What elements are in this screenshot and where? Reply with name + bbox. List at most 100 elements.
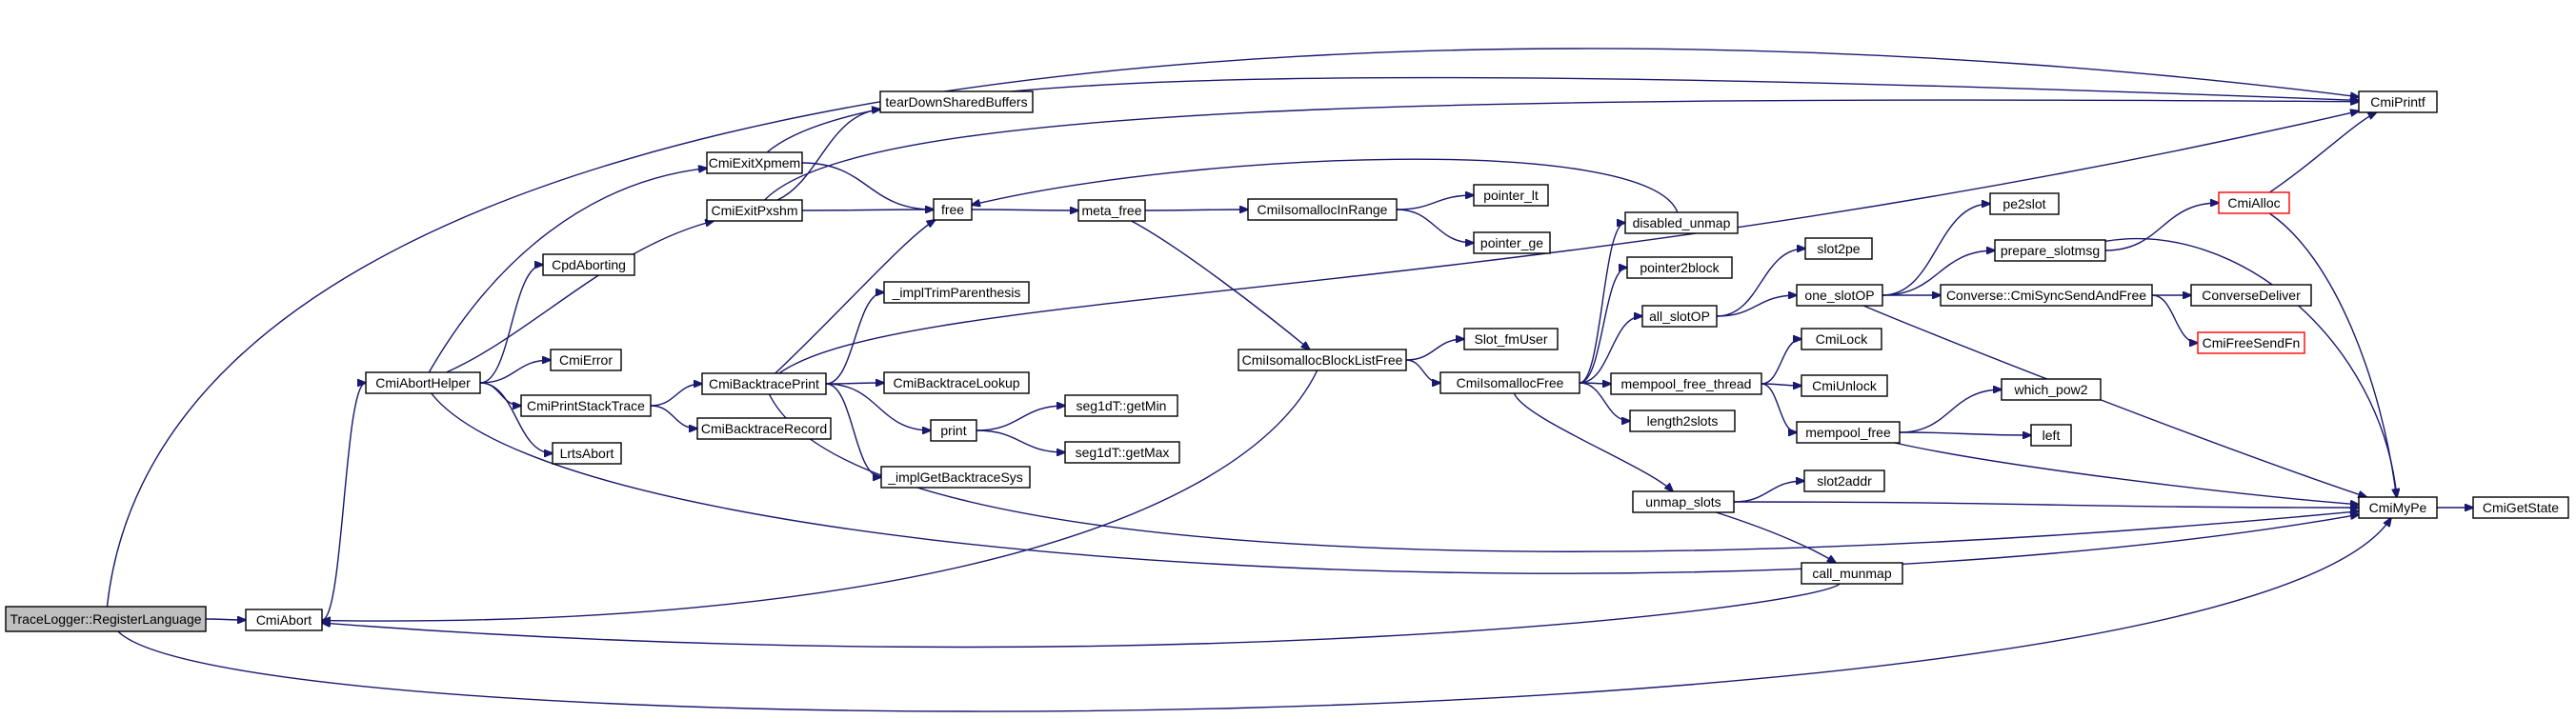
node-label: CmiExitXpmem [709, 155, 800, 170]
node-box [933, 198, 973, 221]
node-label: TraceLogger::RegisterLanguage [10, 611, 201, 627]
edge-printstack-to-btprint [650, 384, 702, 407]
node-label: CmiBacktraceRecord [701, 421, 827, 436]
node-box [2030, 424, 2072, 447]
edge-blocklistfree-to-abort [322, 369, 1318, 621]
node-box [1989, 192, 2060, 215]
node-metafree[interactable]: meta_free [1077, 199, 1146, 222]
node-cmialloc[interactable]: CmiAlloc [2218, 191, 2290, 214]
node-aborthelper[interactable]: CmiAbortHelper [365, 371, 481, 394]
node-box [883, 371, 1030, 394]
node-box [2358, 496, 2438, 519]
node-label: CmiBacktraceLookup [893, 375, 1019, 390]
node-box [880, 466, 1031, 489]
node-slot2pe[interactable]: slot2pe [1804, 237, 1873, 260]
node-label: CmiAlloc [2227, 195, 2280, 210]
node-label: CmiExitPxshm [711, 203, 797, 218]
node-prepslotmsg[interactable]: prepare_slotmsg [1994, 239, 2106, 262]
node-box [5, 606, 207, 632]
node-abort[interactable]: CmiAbort [245, 609, 323, 631]
node-label: CmiGetState [2483, 500, 2559, 515]
node-label: one_slotOP [1804, 288, 1874, 303]
node-exitpxshm[interactable]: CmiExitPxshm [706, 199, 803, 222]
node-isofree[interactable]: CmiIsomallocFree [1439, 371, 1580, 394]
node-label: CmiLock [1816, 331, 1868, 347]
node-btlookup[interactable]: CmiBacktraceLookup [883, 371, 1030, 394]
node-lrtsabort[interactable]: LrtsAbort [552, 442, 622, 465]
node-mempoolfree[interactable]: mempool_free [1796, 421, 1901, 444]
edge-metafree-to-blocklistfree [1131, 220, 1310, 350]
node-label: CmiAbortHelper [375, 375, 471, 390]
node-whichpow2[interactable]: which_pow2 [2001, 378, 2102, 401]
edge-syncsend-to-freesendfn [2151, 294, 2198, 343]
node-cmiunlock[interactable]: CmiUnlock [1801, 374, 1888, 397]
node-cmigetstate[interactable]: CmiGetState [2472, 496, 2569, 519]
node-slotfromuser[interactable]: Slot_fmUser [1463, 328, 1559, 350]
node-teardown[interactable]: tearDownSharedBuffers [879, 90, 1034, 113]
node-box [1641, 305, 1718, 328]
node-box [1626, 256, 1733, 279]
node-convdeliver[interactable]: ConverseDeliver [2190, 284, 2312, 307]
node-inrange[interactable]: CmiIsomallocInRange [1247, 198, 1398, 221]
node-label: print [940, 423, 966, 438]
node-btprint[interactable]: CmiBacktracePrint [701, 372, 827, 395]
node-box [1610, 372, 1762, 395]
edge-isofree-to-ptr2block [1579, 268, 1627, 384]
node-label: pointer_ge [1480, 235, 1543, 250]
node-label: which_pow2 [2013, 382, 2087, 397]
edge-cmialloc-to-cmimype [2268, 212, 2396, 497]
node-allslotop[interactable]: all_slotOP [1641, 305, 1718, 328]
node-cmierror[interactable]: CmiError [550, 349, 622, 371]
node-getbtsys[interactable]: _implGetBacktraceSys [880, 466, 1031, 489]
node-trimparen[interactable]: _implTrimParenthesis [883, 281, 1030, 304]
node-getmax[interactable]: seg1dT::getMax [1064, 441, 1180, 464]
node-unmapslots[interactable]: unmap_slots [1632, 490, 1735, 513]
edge-isofree-to-allslotop [1579, 316, 1642, 384]
node-label: Slot_fmUser [1474, 331, 1547, 347]
node-length2slots[interactable]: length2slots [1629, 409, 1736, 432]
node-freesendfn[interactable]: CmiFreeSendFn [2197, 331, 2305, 354]
node-cmilock[interactable]: CmiLock [1801, 328, 1882, 350]
edge-allslotop-to-oneslotop [1716, 295, 1797, 317]
node-box [1473, 184, 1549, 207]
edge-blocklistfree-to-isofree [1405, 359, 1440, 383]
node-free[interactable]: free [933, 198, 973, 221]
node-ptrlt[interactable]: pointer_lt [1473, 184, 1549, 207]
node-box [245, 609, 323, 631]
node-label: CmiFreeSendFn [2203, 335, 2301, 350]
node-box [1796, 421, 1901, 444]
node-label: CmiIsomallocBlockListFree [1242, 352, 1403, 368]
node-mempoolthread[interactable]: mempool_free_thread [1610, 372, 1762, 395]
edge-btprint-to-getbtsys [825, 383, 881, 477]
node-label: seg1dT::getMax [1076, 445, 1170, 460]
node-syncsend[interactable]: Converse::CmiSyncSendAndFree [1940, 284, 2153, 307]
node-print[interactable]: print [930, 419, 977, 442]
node-cmimype[interactable]: CmiMyPe [2358, 496, 2438, 519]
node-box [2197, 331, 2305, 354]
edge-oneslotop-to-pe2slot [1882, 204, 1990, 296]
node-label: CmiIsomallocFree [1457, 375, 1564, 390]
node-callmunmap[interactable]: call_munmap [1801, 562, 1903, 585]
node-btrecord[interactable]: CmiBacktraceRecord [696, 417, 832, 440]
edge-mempoolthread-to-cmilock [1761, 339, 1801, 385]
node-register[interactable]: TraceLogger::RegisterLanguage [5, 606, 207, 632]
node-getmin[interactable]: seg1dT::getMin [1064, 394, 1178, 417]
node-label: mempool_free_thread [1621, 376, 1752, 391]
node-cpdaborting[interactable]: CpdAborting [542, 253, 635, 276]
node-label: CmiError [559, 352, 613, 368]
node-exitxpmem[interactable]: CmiExitXpmem [706, 151, 803, 174]
node-cmiprintf[interactable]: CmiPrintf [2358, 90, 2438, 113]
node-pe2slot[interactable]: pe2slot [1989, 192, 2060, 215]
node-blocklistfree[interactable]: CmiIsomallocBlockListFree [1238, 349, 1407, 371]
node-disabledunmap[interactable]: disabled_unmap [1624, 211, 1739, 234]
node-label: _implTrimParenthesis [892, 285, 1021, 300]
node-oneslotop[interactable]: one_slotOP [1796, 284, 1883, 307]
node-printstack[interactable]: CmiPrintStackTrace [520, 394, 652, 417]
edge-print-to-getmin [976, 406, 1065, 431]
edge-btprint-to-cmimype [768, 393, 2359, 552]
node-slot2addr[interactable]: slot2addr [1803, 469, 1885, 492]
node-label: CmiBacktracePrint [709, 376, 819, 391]
node-ptrge[interactable]: pointer_ge [1473, 231, 1551, 254]
node-ptr2block[interactable]: pointer2block [1626, 256, 1733, 279]
node-left[interactable]: left [2030, 424, 2072, 447]
